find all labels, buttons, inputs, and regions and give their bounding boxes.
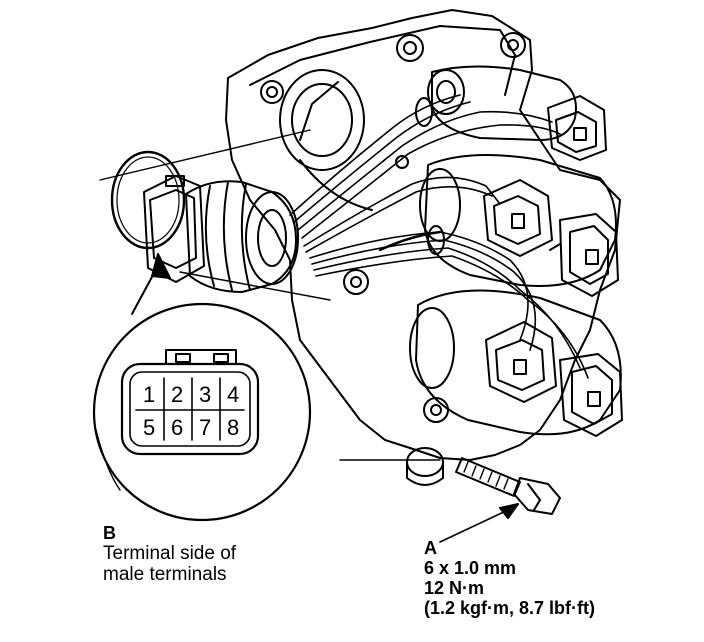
solenoid-middle-connector-a: [483, 179, 553, 257]
pin-label: 1: [143, 382, 155, 407]
housing-boss-top: [396, 34, 424, 62]
wiring-harness: [289, 94, 589, 379]
pin-label: 2: [171, 382, 183, 407]
leader-line-bottom: [179, 271, 331, 301]
housing-boss-low: [423, 397, 449, 423]
connector-face: [120, 362, 260, 456]
leader-line-top: [99, 129, 311, 181]
callout-a-letter: A: [424, 538, 437, 558]
solenoid-upper-connector: [547, 95, 607, 161]
harness-connector: [99, 129, 331, 301]
callout-b-line1: Terminal side of: [103, 543, 237, 565]
harness-clip-lower: [427, 225, 445, 255]
pin-label: 3: [199, 382, 211, 407]
pin-label: 5: [143, 415, 155, 440]
mounting-bolt: [339, 457, 561, 543]
solenoid-middle: [419, 154, 619, 297]
bolt-torque-nm: 12 N·m: [424, 578, 485, 599]
solenoid-lower: [409, 289, 623, 437]
solenoid-lower-connector-a: [485, 321, 557, 403]
callout-b-letter: B: [103, 523, 116, 543]
housing-boss-small: [395, 155, 409, 169]
callout-b-line2: male terminals: [103, 564, 227, 586]
bolt-size: 6 x 1.0 mm: [424, 558, 517, 579]
housing-bore: [279, 69, 365, 171]
pin-label: 6: [171, 415, 183, 440]
callout-a: A 6 x 1.0 mm 12 N·m (1.2 kgf·m, 8.7 lbf·…: [424, 538, 595, 619]
bolt-leader: [439, 509, 509, 543]
harness-clip-upper: [415, 97, 433, 127]
pin-label: 7: [199, 415, 211, 440]
solenoid-upper: [427, 65, 607, 161]
pin-label: 4: [227, 382, 239, 407]
solenoid-lower-connector-b: [559, 353, 623, 437]
housing-boss-right: [500, 32, 526, 58]
bolt-torque-alt: (1.2 kgf·m, 8.7 lbf·ft): [424, 598, 596, 619]
o-ring: [110, 150, 186, 250]
pin-label: 8: [227, 415, 239, 440]
terminal-magnified-view: 1 2 3 4 5 6 7 8: [92, 253, 312, 522]
solenoid-middle-connector-b: [559, 213, 619, 297]
housing-boss-left: [260, 80, 284, 104]
magnified-circle: [92, 302, 312, 522]
callout-b: B Terminal side of male terminals: [103, 523, 236, 586]
housing-boss-mid: [343, 269, 369, 295]
